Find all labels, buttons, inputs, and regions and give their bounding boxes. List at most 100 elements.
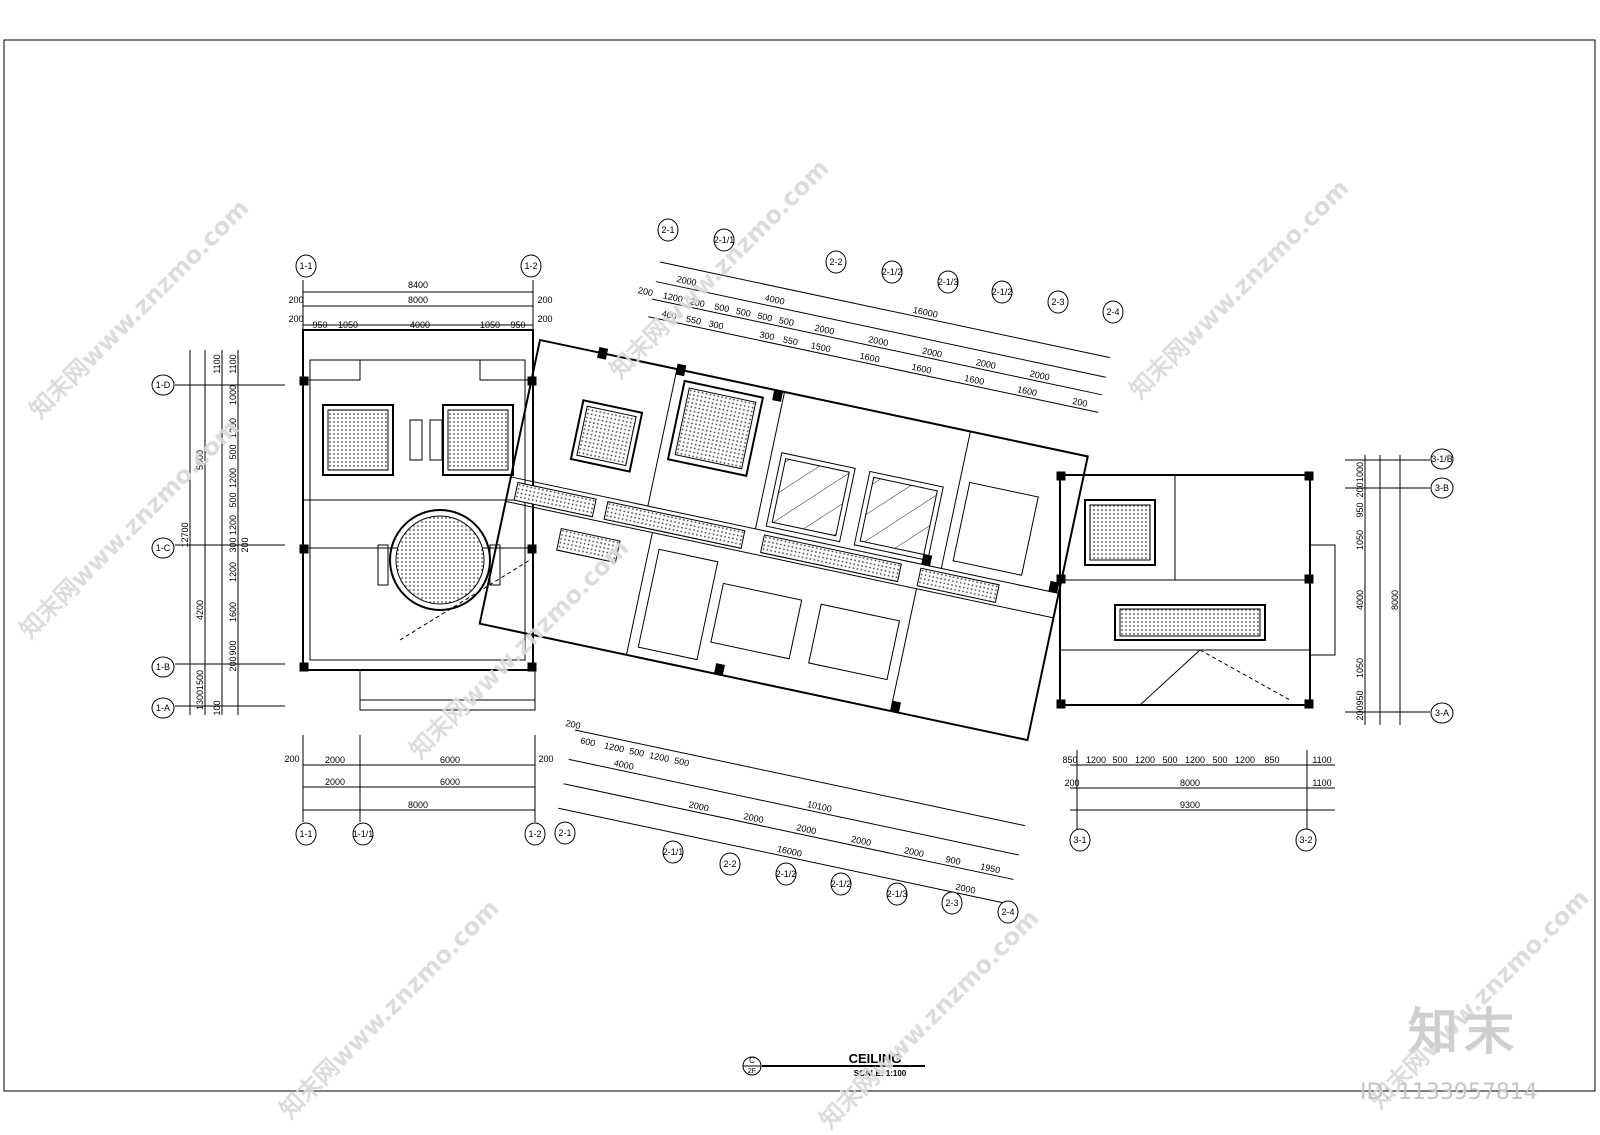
svg-text:5800: 5800 bbox=[195, 450, 205, 470]
svg-text:8000: 8000 bbox=[408, 800, 428, 810]
svg-text:950: 950 bbox=[1355, 690, 1365, 705]
axis-2-1-2b-top: 2-1/2 bbox=[991, 280, 1013, 304]
axis-3-A: 3-A bbox=[1430, 702, 1454, 724]
svg-text:9300: 9300 bbox=[1180, 800, 1200, 810]
axis-1-B: 1-B bbox=[151, 656, 175, 678]
svg-text:600: 600 bbox=[579, 735, 596, 748]
dimension-lines bbox=[175, 261, 1430, 905]
axis-3-1-B: 3-1/B bbox=[1430, 448, 1454, 470]
svg-text:200: 200 bbox=[565, 718, 582, 731]
svg-text:2000: 2000 bbox=[867, 334, 889, 348]
svg-text:2000: 2000 bbox=[1029, 368, 1051, 382]
svg-text:300: 300 bbox=[759, 329, 776, 342]
svg-text:1200: 1200 bbox=[1185, 755, 1205, 765]
svg-text:8000: 8000 bbox=[1390, 590, 1400, 610]
svg-text:500: 500 bbox=[1212, 755, 1227, 765]
svg-text:12700: 12700 bbox=[180, 522, 190, 547]
svg-text:1500: 1500 bbox=[195, 670, 205, 690]
axis-2-1-bottom: 2-1 bbox=[554, 821, 576, 845]
svg-text:4000: 4000 bbox=[410, 320, 430, 330]
axis-bubbles: 1-1 1-2 1-D 1-C 1-B 1-A 1-1 1-1/1 1-2 2-… bbox=[151, 218, 1454, 924]
svg-text:1600: 1600 bbox=[228, 602, 238, 622]
svg-text:1-1: 1-1 bbox=[299, 261, 312, 271]
svg-text:1200: 1200 bbox=[228, 418, 238, 438]
svg-text:200: 200 bbox=[1355, 705, 1365, 720]
svg-text:2-2: 2-2 bbox=[723, 859, 736, 869]
svg-text:10100: 10100 bbox=[806, 799, 833, 814]
svg-text:400: 400 bbox=[661, 309, 678, 322]
sheet-border bbox=[3, 39, 1596, 1092]
svg-text:500: 500 bbox=[756, 311, 773, 324]
svg-text:500: 500 bbox=[778, 315, 795, 328]
axis-1-2-bottom: 1-2 bbox=[524, 822, 546, 846]
axis-3-1-bottom: 3-1 bbox=[1069, 828, 1091, 852]
svg-text:900: 900 bbox=[228, 640, 238, 655]
svg-text:6000: 6000 bbox=[440, 777, 460, 787]
axis-3-2-bottom: 3-2 bbox=[1295, 828, 1317, 852]
svg-text:1050: 1050 bbox=[1355, 530, 1365, 550]
svg-text:2000: 2000 bbox=[921, 346, 943, 360]
svg-text:1500: 1500 bbox=[810, 340, 832, 354]
watermark-id: ID: 1133957814 bbox=[1360, 1080, 1538, 1105]
svg-text:2-1/2: 2-1/2 bbox=[831, 879, 852, 889]
svg-text:4000: 4000 bbox=[613, 758, 635, 772]
drawing-title: C 2F CEILING SCALE: 1:100 bbox=[742, 1051, 925, 1078]
svg-text:1050: 1050 bbox=[480, 320, 500, 330]
title-main: CEILING bbox=[849, 1051, 902, 1066]
block-1-plan bbox=[299, 329, 537, 711]
axis-1-A: 1-A bbox=[151, 697, 175, 719]
axis-2-1-2-top: 2-1/2 bbox=[881, 260, 903, 284]
svg-text:1200: 1200 bbox=[1235, 755, 1255, 765]
svg-text:200: 200 bbox=[284, 754, 299, 764]
svg-text:200: 200 bbox=[288, 295, 303, 305]
svg-text:200: 200 bbox=[537, 314, 552, 324]
svg-text:850: 850 bbox=[1062, 755, 1077, 765]
svg-text:1200: 1200 bbox=[603, 741, 625, 755]
svg-text:8000: 8000 bbox=[408, 295, 428, 305]
svg-text:2-1/2: 2-1/2 bbox=[776, 869, 797, 879]
dim-b1-top-overall: 8400 bbox=[408, 280, 428, 290]
svg-text:1100: 1100 bbox=[1312, 778, 1331, 788]
axis-2-3-bottom: 2-3 bbox=[941, 891, 963, 915]
svg-text:200: 200 bbox=[240, 537, 250, 552]
svg-text:200: 200 bbox=[1355, 482, 1365, 497]
axis-1-C: 1-C bbox=[151, 537, 175, 559]
svg-text:4200: 4200 bbox=[195, 600, 205, 620]
svg-text:1600: 1600 bbox=[911, 362, 933, 376]
svg-text:1600: 1600 bbox=[964, 373, 986, 387]
svg-text:3-A: 3-A bbox=[1435, 708, 1449, 718]
axis-2-2-top: 2-2 bbox=[825, 250, 847, 274]
svg-text:1200: 1200 bbox=[662, 290, 684, 304]
svg-text:1000: 1000 bbox=[1355, 462, 1365, 482]
svg-text:300: 300 bbox=[708, 319, 725, 332]
svg-text:200: 200 bbox=[288, 314, 303, 324]
svg-text:900: 900 bbox=[945, 854, 962, 867]
svg-text:1-D: 1-D bbox=[156, 380, 171, 390]
svg-text:500: 500 bbox=[628, 746, 645, 759]
svg-text:2000: 2000 bbox=[955, 882, 977, 896]
svg-text:2000: 2000 bbox=[814, 323, 836, 337]
svg-text:1050: 1050 bbox=[338, 320, 358, 330]
svg-text:3-B: 3-B bbox=[1435, 483, 1449, 493]
svg-text:2-1/2: 2-1/2 bbox=[882, 267, 903, 277]
axis-2-4-bottom: 2-4 bbox=[997, 900, 1019, 924]
svg-text:1600: 1600 bbox=[1016, 384, 1038, 398]
svg-text:1100: 1100 bbox=[228, 354, 238, 373]
svg-text:16000: 16000 bbox=[912, 305, 939, 320]
svg-text:1-A: 1-A bbox=[156, 703, 170, 713]
svg-text:1200: 1200 bbox=[228, 562, 238, 582]
svg-text:2-3: 2-3 bbox=[1051, 297, 1064, 307]
axis-3-B: 3-B bbox=[1430, 477, 1454, 499]
svg-text:300: 300 bbox=[228, 537, 238, 552]
svg-text:2-2: 2-2 bbox=[829, 257, 842, 267]
svg-text:1-1/1: 1-1/1 bbox=[353, 829, 374, 839]
svg-text:950: 950 bbox=[1355, 502, 1365, 517]
axis-2-1-1-top: 2-1/1 bbox=[713, 228, 735, 252]
svg-text:1200: 1200 bbox=[1135, 755, 1155, 765]
svg-text:3-1: 3-1 bbox=[1073, 835, 1086, 845]
svg-text:500: 500 bbox=[228, 444, 238, 459]
svg-text:100: 100 bbox=[212, 700, 222, 715]
svg-text:850: 850 bbox=[1264, 755, 1279, 765]
svg-text:8000: 8000 bbox=[1180, 778, 1200, 788]
